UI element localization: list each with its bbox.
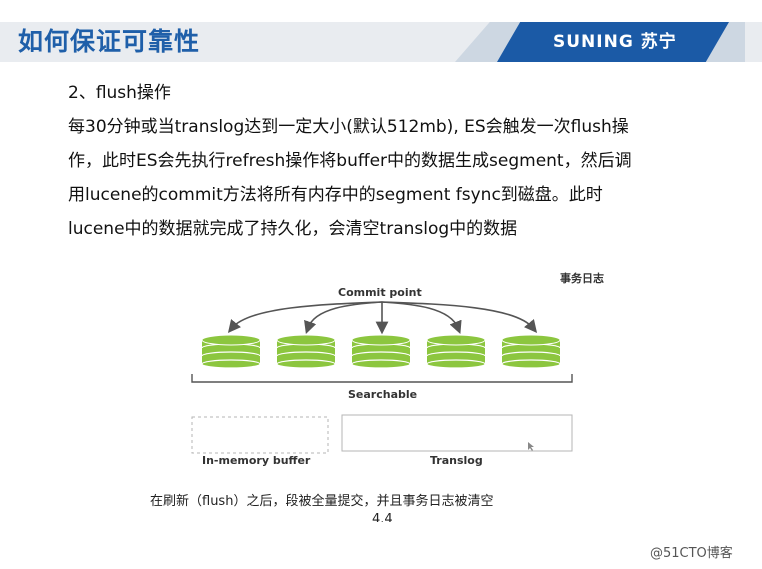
searchable-label: Searchable: [348, 388, 417, 401]
segment-cylinder: [201, 334, 261, 369]
segment-group: [201, 334, 561, 369]
in-memory-buffer-box: [191, 416, 329, 454]
paragraph-line: 用lucene的commit方法将所有内存中的segment fsync到磁盘。…: [68, 185, 603, 205]
cursor-icon: [528, 442, 534, 451]
segment-cylinder: [501, 334, 561, 369]
paragraph-line: lucene中的数据就完成了持久化，会清空translog中的数据: [68, 219, 518, 239]
translog-box: [341, 414, 573, 452]
body-text: 2、flush操作 每30分钟或当translog达到一定大小(默认512mb)…: [68, 76, 718, 246]
flush-diagram: 事务日志 Commit point Searchable In-memory b…: [150, 271, 604, 522]
paragraph-line: 每30分钟或当translog达到一定大小(默认512mb), ES会触发一次f…: [68, 117, 629, 137]
page-title: 如何保证可靠性: [18, 27, 201, 56]
brand-logo: SUNING 苏宁: [553, 32, 677, 52]
translog-tag: 事务日志: [560, 271, 604, 285]
commit-point-label: Commit point: [338, 286, 422, 299]
figure-caption: 在刷新（flush）之后，段被全量提交，并且事务日志被清空: [150, 493, 493, 509]
searchable-bracket: [191, 374, 573, 383]
section-heading: 2、flush操作: [68, 83, 171, 103]
commit-arrows: [227, 301, 538, 335]
in-memory-buffer-label: In-memory buffer: [202, 454, 311, 467]
brand-banner: [497, 22, 729, 62]
figure-caption-cut: 4.4: [372, 512, 393, 522]
paragraph-line: 作，此时ES会先执行refresh操作将buffer中的数据生成segment，…: [68, 151, 632, 171]
segment-cylinder: [426, 334, 486, 369]
segment-cylinder: [351, 334, 411, 369]
watermark: @51CTO博客: [650, 546, 733, 561]
translog-label: Translog: [430, 454, 483, 467]
segment-cylinder: [276, 334, 336, 369]
